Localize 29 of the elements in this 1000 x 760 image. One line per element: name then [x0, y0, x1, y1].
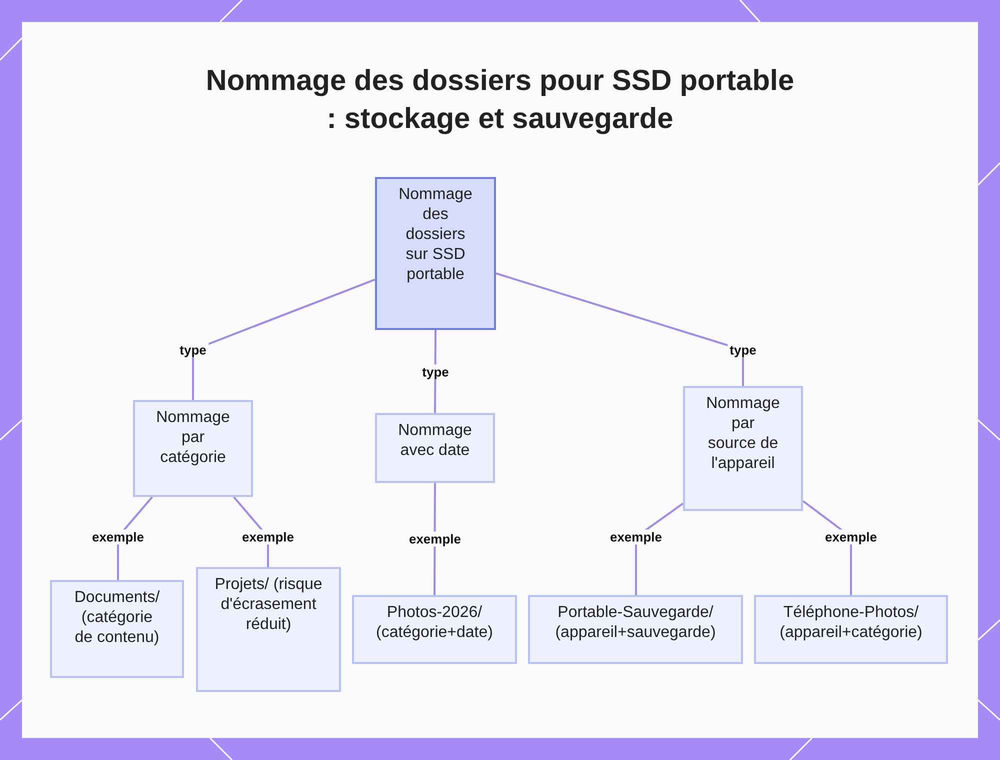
node-text: Nommage par source de l'appareil — [706, 394, 780, 474]
edge-label: exemple — [90, 530, 146, 544]
diagram-title: Nommage des dossiers pour SSD portable : stockage et sauvegarde — [204, 64, 796, 137]
node-text: Documents/ (catégorie de contenu) — [73, 588, 161, 648]
node-text: Photos-2026/ (catégorie+date) — [375, 603, 494, 643]
edge-label: type — [728, 342, 758, 358]
node-text: Projets/ (risque d'écrasement réduit) — [214, 575, 324, 635]
edge-label: type — [178, 342, 208, 358]
category-box — [50, 580, 184, 678]
node-text: Nommage par catégorie — [155, 408, 231, 468]
connector-line — [192, 278, 376, 400]
node-text: Portable-Sauvegarde/ (appareil+sauvegarde) — [554, 603, 717, 643]
edge-label: exemple — [608, 530, 664, 544]
category-box — [352, 595, 517, 664]
edge-label: exemple — [240, 530, 296, 544]
category-box — [528, 595, 743, 664]
node-text: Nommage des dossiers sur SSD portable — [398, 185, 474, 285]
category-box — [754, 595, 948, 664]
root-box — [375, 177, 496, 330]
edge-label: exemple — [822, 530, 880, 544]
node-text: Nommage avec date — [397, 421, 473, 461]
node-text: Téléphone-Photos/ (appareil+catégorie) — [778, 603, 924, 643]
edge-label: type — [420, 364, 451, 379]
category-box — [683, 386, 803, 511]
edge-label: exemple — [406, 532, 464, 546]
category-box — [375, 413, 495, 483]
connector-line — [496, 272, 744, 386]
category-box — [196, 567, 341, 692]
category-box — [133, 400, 253, 497]
